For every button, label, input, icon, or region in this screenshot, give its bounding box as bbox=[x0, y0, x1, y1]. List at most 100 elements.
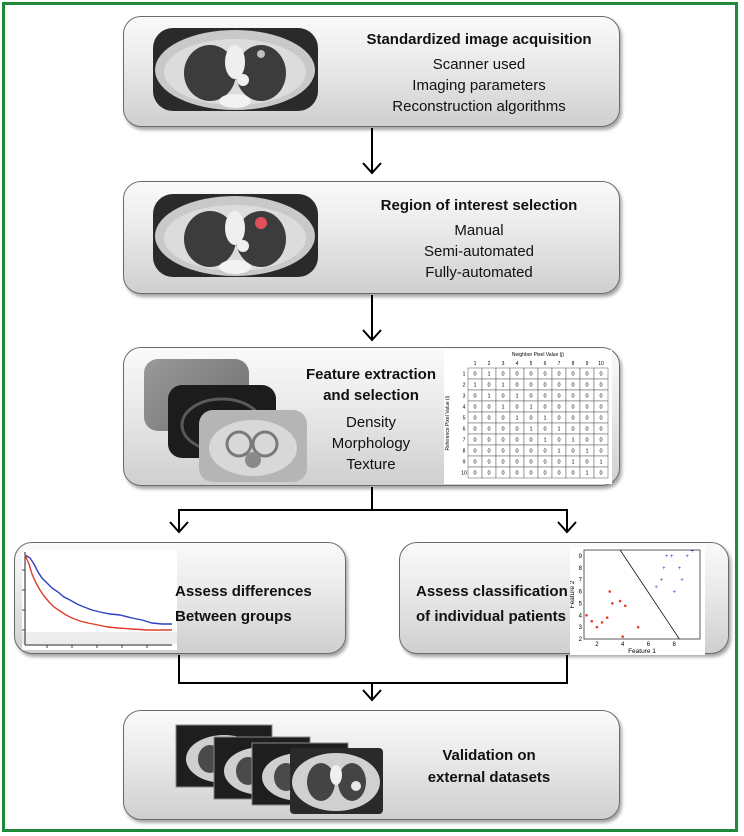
glcm-cell-value: 0 bbox=[515, 372, 518, 378]
glcm-cell-value: 1 bbox=[557, 449, 560, 455]
glcm-col-label: 3 bbox=[502, 361, 505, 367]
step-5-title-1: Assess classification bbox=[416, 583, 568, 600]
glcm-cell-value: 1 bbox=[515, 416, 518, 422]
ct-roi-image bbox=[153, 194, 318, 277]
step-feature-extraction: Feature extraction and selection Density… bbox=[123, 347, 620, 486]
glcm-cell-value: 1 bbox=[571, 438, 574, 444]
glcm-cell-value: 0 bbox=[515, 427, 518, 433]
glcm-col-label: 5 bbox=[530, 361, 533, 367]
glcm-cell-value: 0 bbox=[585, 405, 588, 411]
glcm-cell-value: 0 bbox=[501, 471, 504, 477]
step-6-title-1: Validation on bbox=[442, 747, 536, 764]
step-1-item-1: Scanner used bbox=[432, 56, 526, 73]
glcm-cell-value: 0 bbox=[529, 394, 532, 400]
connector-left-up bbox=[178, 655, 180, 683]
glcm-cell-value: 1 bbox=[487, 372, 490, 378]
glcm-cell-value: 0 bbox=[515, 405, 518, 411]
glcm-cell-value: 1 bbox=[473, 383, 476, 389]
scatter-x-tick: 2 bbox=[595, 642, 599, 648]
step-3-item-2: Morphology bbox=[331, 435, 411, 452]
scatter-point-red bbox=[636, 625, 640, 629]
glcm-cell-value: 0 bbox=[543, 383, 546, 389]
scatter-y-tick: 8 bbox=[579, 566, 583, 572]
scatter-point-red bbox=[600, 621, 604, 624]
connector-right-down bbox=[566, 509, 568, 531]
scatter-x-label: Feature 1 bbox=[628, 648, 656, 655]
scatter-point-blue: + bbox=[660, 578, 664, 584]
step-1-item-3: Reconstruction algorithms bbox=[392, 98, 566, 115]
scatter-point-red bbox=[611, 602, 614, 605]
glcm-cell-value: 0 bbox=[557, 438, 560, 444]
scatter-x-tick: 6 bbox=[647, 642, 651, 648]
connector-2 bbox=[371, 295, 373, 339]
glcm-cell-value: 0 bbox=[585, 383, 588, 389]
glcm-cell-value: 0 bbox=[515, 471, 518, 477]
glcm-cell-value: 0 bbox=[529, 460, 532, 466]
scatter-point-blue: + bbox=[691, 549, 695, 555]
glcm-col-label: 10 bbox=[598, 361, 604, 367]
step-image-acquisition: Standardized image acquisition Scanner u… bbox=[123, 16, 620, 127]
glcm-cell-value: 0 bbox=[529, 449, 532, 455]
glcm-cell-value: 0 bbox=[529, 471, 532, 477]
glcm-row-label: 3 bbox=[463, 394, 466, 400]
glcm-cell-value: 1 bbox=[557, 427, 560, 433]
step-assess-differences: Assess differences Between groups bbox=[14, 542, 346, 654]
glcm-cell-value: 0 bbox=[473, 460, 476, 466]
glcm-cell-value: 0 bbox=[585, 394, 588, 400]
scatter-point-red bbox=[590, 619, 594, 623]
glcm-cell-value: 0 bbox=[557, 460, 560, 466]
survival-chart bbox=[22, 550, 177, 650]
ct-lung-image bbox=[153, 28, 318, 111]
glcm-cell-value: 0 bbox=[501, 372, 504, 378]
glcm-cell-value: 0 bbox=[571, 394, 574, 400]
glcm-cell-value: 0 bbox=[515, 460, 518, 466]
survival-curve-red bbox=[24, 554, 172, 631]
glcm-cell-value: 0 bbox=[487, 416, 490, 422]
glcm-cell-value: 0 bbox=[473, 438, 476, 444]
glcm-cell-value: 1 bbox=[571, 460, 574, 466]
scatter-point-red bbox=[621, 635, 624, 638]
glcm-cell-value: 1 bbox=[501, 405, 504, 411]
glcm-cell-value: 0 bbox=[487, 427, 490, 433]
connector-1 bbox=[371, 128, 373, 172]
glcm-cell-value: 0 bbox=[585, 416, 588, 422]
arrowhead-2 bbox=[362, 329, 382, 342]
glcm-cell-value: 1 bbox=[585, 471, 588, 477]
glcm-col-header: Neighbor Pixel Value (j) bbox=[512, 352, 564, 358]
glcm-cell-value: 0 bbox=[515, 383, 518, 389]
scatter-plot-area bbox=[583, 549, 701, 640]
glcm-cell-value: 0 bbox=[543, 427, 546, 433]
glcm-cell-value: 0 bbox=[557, 394, 560, 400]
glcm-cell-value: 0 bbox=[599, 438, 602, 444]
scatter-point-red bbox=[623, 604, 627, 608]
glcm-col-label: 6 bbox=[544, 361, 547, 367]
glcm-cell-value: 0 bbox=[473, 416, 476, 422]
glcm-cell-value: 0 bbox=[473, 372, 476, 378]
mri-slice-3 bbox=[199, 410, 307, 482]
glcm-cell-value: 0 bbox=[599, 394, 602, 400]
glcm-cell-value: 0 bbox=[529, 383, 532, 389]
glcm-cell-value: 0 bbox=[599, 416, 602, 422]
connector-right-up bbox=[566, 655, 568, 683]
glcm-cell-value: 0 bbox=[473, 449, 476, 455]
ct-card-front bbox=[290, 748, 383, 814]
glcm-cell-value: 0 bbox=[487, 460, 490, 466]
glcm-cell-value: 0 bbox=[571, 427, 574, 433]
scatter-y-tick: 4 bbox=[579, 613, 583, 619]
step-2-item-3: Fully-automated bbox=[425, 264, 533, 281]
step-assess-classification: Assess classification of individual pati… bbox=[399, 542, 729, 655]
glcm-col-label: 2 bbox=[488, 361, 491, 367]
scatter-x-tick: 8 bbox=[673, 642, 677, 648]
glcm-row-label: 1 bbox=[463, 372, 466, 378]
scatter-y-tick: 7 bbox=[579, 578, 583, 584]
glcm-col-label: 7 bbox=[558, 361, 561, 367]
glcm-row-label: 9 bbox=[463, 460, 466, 466]
arrowhead-right bbox=[557, 521, 577, 534]
glcm-cell-value: 0 bbox=[529, 416, 532, 422]
glcm-row-label: 5 bbox=[463, 416, 466, 422]
arrowhead-final bbox=[362, 689, 382, 702]
step-4-title-2: Between groups bbox=[175, 608, 292, 625]
step-validation: Validation on external datasets bbox=[123, 710, 620, 820]
glcm-cell-value: 0 bbox=[487, 383, 490, 389]
